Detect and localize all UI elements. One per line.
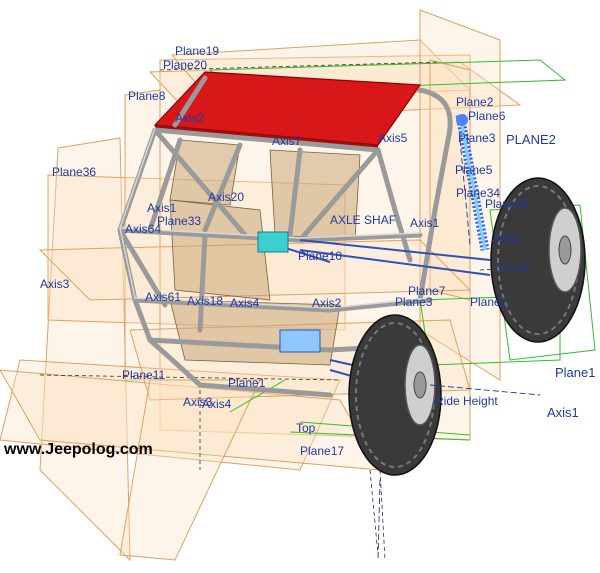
label-axis2: Axis2 bbox=[175, 111, 205, 125]
label-plane2-top: Plane2 bbox=[456, 95, 494, 109]
label-axis61: Axis61 bbox=[145, 290, 182, 304]
label-axis4: Axis4 bbox=[202, 397, 232, 411]
label-plane20: Plane20 bbox=[163, 58, 208, 72]
label-axis1-bottom: Axis1 bbox=[547, 405, 579, 420]
plane-sloped bbox=[119, 379, 261, 561]
label-axis7: Axis7 bbox=[272, 134, 302, 148]
label-plane3: Plane3 bbox=[458, 131, 496, 145]
watermark-text: www.Jeepolog.com bbox=[4, 441, 153, 458]
label-plane36: Plane36 bbox=[52, 165, 97, 179]
plane-left-vertical bbox=[39, 137, 131, 562]
roof-panel bbox=[153, 71, 422, 146]
label-ride-height: Ride Height bbox=[435, 394, 498, 408]
label-plane6: Plane6 bbox=[468, 109, 506, 123]
drivetrain-parts bbox=[257, 231, 321, 353]
label-axis4-mid: Axis4 bbox=[230, 296, 260, 310]
label-axis5: Axis5 bbox=[378, 131, 408, 145]
label-plane3-b: Plane3 bbox=[395, 295, 433, 309]
label-axis-lower: Axis2 bbox=[312, 296, 342, 310]
label-axis1-mid: Axis1 bbox=[410, 216, 440, 230]
label-plane1-right: Plane1 bbox=[555, 365, 596, 380]
plane-right-vertical bbox=[419, 9, 501, 381]
label-axis3: Axis3 bbox=[40, 277, 70, 291]
label-plane10: Plane10 bbox=[298, 249, 343, 263]
label-plane11: Plane11 bbox=[122, 368, 166, 382]
rear-shock bbox=[455, 114, 490, 251]
label-axis20: Axis20 bbox=[208, 190, 245, 204]
label-axis18: Axis18 bbox=[187, 294, 224, 308]
label-plane1-right-mid: Plane1 bbox=[470, 295, 508, 309]
label-plane7: Plane7 bbox=[408, 284, 446, 298]
label-plane8: Plane8 bbox=[128, 89, 166, 103]
label-axle-shaft: AXLE SHAF bbox=[330, 213, 397, 227]
roll-cage-highlight bbox=[119, 127, 431, 309]
label-plane38: Plane38 bbox=[485, 197, 530, 211]
label-plane5: Plane5 bbox=[455, 163, 493, 177]
label-top: Top bbox=[296, 421, 316, 435]
front-wheel bbox=[348, 314, 442, 476]
label-axis1-left: Axis1 bbox=[147, 201, 177, 215]
rear-wheel bbox=[490, 177, 586, 343]
label-plane1-lower: Plane1 bbox=[228, 376, 266, 390]
label-axis1-right: Axis1 bbox=[492, 231, 522, 245]
label-axis64: Axis64 bbox=[125, 222, 162, 236]
label-plane19: Plane19 bbox=[175, 44, 220, 58]
label-plane34: Plane34 bbox=[456, 186, 501, 200]
reference-planes bbox=[0, 9, 522, 562]
label-plane2-right: PLANE2 bbox=[506, 132, 556, 147]
axis-lines bbox=[377, 139, 541, 561]
label-plane17: Plane17 bbox=[300, 444, 345, 458]
label-axis3-b: Axis3 bbox=[183, 395, 213, 409]
label-plane33: Plane33 bbox=[157, 214, 202, 228]
label-cv-axle: CV AX bbox=[495, 261, 531, 275]
